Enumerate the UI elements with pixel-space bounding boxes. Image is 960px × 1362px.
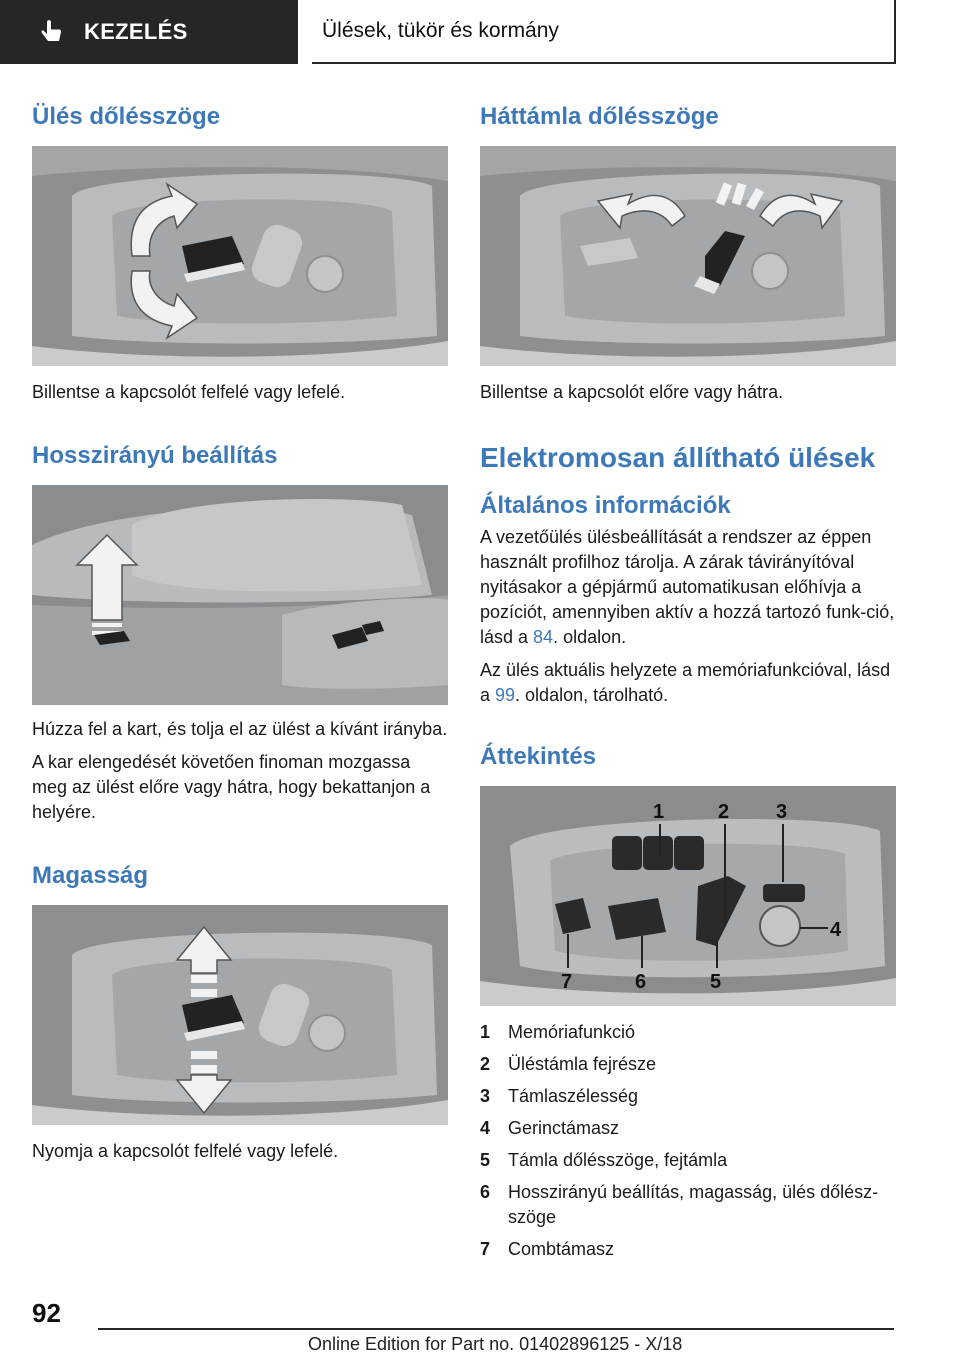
caption-backrest: Billentse a kapcsolót előre vagy hátra. — [480, 382, 784, 402]
heading-general-info: Általános információk — [480, 492, 731, 519]
chapter-title: Ülések, tükör és kormány — [322, 19, 559, 42]
figure-backrest — [480, 146, 896, 366]
callout-3: 3 — [776, 801, 787, 823]
left-column: Ülés dőlésszöge Billentse a kapcsolót fe… — [32, 100, 448, 1164]
backrest-illustration — [480, 146, 896, 366]
height-illustration — [32, 905, 448, 1125]
header-chapter: Ülések, tükör és kormány — [312, 0, 896, 64]
callout-2: 2 — [718, 801, 729, 823]
general-info-text-1: A vezetőülés ülésbeállítását a rendszer … — [480, 527, 895, 647]
longitudinal-text-1: Húzza fel a kart, és tolja el az ülést a… — [32, 719, 448, 739]
longitudinal-text-2: A kar elengedését követően finoman mozga… — [32, 752, 431, 822]
callout-5: 5 — [710, 971, 721, 993]
page-link-84[interactable]: 84 — [533, 627, 554, 647]
seat-tilt-illustration — [32, 146, 448, 366]
hand-pointer-icon — [41, 20, 62, 41]
heading-overview: Áttekintés — [480, 743, 597, 770]
callout-6: 6 — [635, 971, 646, 993]
heading-electric-seats: Elektromosan állítható ülések — [480, 442, 876, 473]
longitudinal-illustration — [32, 485, 448, 705]
callout-4: 4 — [830, 919, 842, 941]
figure-seat-tilt — [32, 146, 448, 366]
header-divider — [298, 0, 312, 64]
heading-longitudinal: Hosszirányú beállítás — [32, 442, 278, 469]
overview-illustration: 1 2 3 4 5 6 7 — [480, 786, 896, 1006]
footer-edition: Online Edition for Part no. 01402896125 … — [308, 1334, 683, 1354]
footer-divider — [98, 1328, 894, 1330]
figure-longitudinal — [32, 485, 448, 705]
right-column: Háttámla dőlésszöge Billentse a kapcsoló… — [480, 100, 896, 1269]
heading-backrest: Háttámla dőlésszöge — [480, 103, 719, 130]
figure-height — [32, 905, 448, 1125]
header-section-tab: KEZELÉS — [0, 0, 298, 64]
section-label: KEZELÉS — [84, 19, 188, 44]
callout-7: 7 — [561, 971, 572, 993]
caption-seat-tilt: Billentse a kapcsolót felfelé vagy lefel… — [32, 382, 346, 402]
heading-height: Magasság — [32, 862, 149, 889]
page-link-99[interactable]: 99 — [495, 685, 516, 705]
general-info-text-2: Az ülés aktuális helyzete a memóriafunkc… — [480, 660, 891, 705]
callout-1: 1 — [653, 801, 664, 823]
page-number: 92 — [32, 1298, 61, 1328]
caption-height: Nyomja a kapcsolót felfelé vagy lefelé. — [32, 1141, 339, 1161]
heading-seat-tilt: Ülés dőlésszöge — [32, 103, 221, 130]
figure-overview: 1 2 3 4 5 6 7 — [480, 786, 896, 1006]
